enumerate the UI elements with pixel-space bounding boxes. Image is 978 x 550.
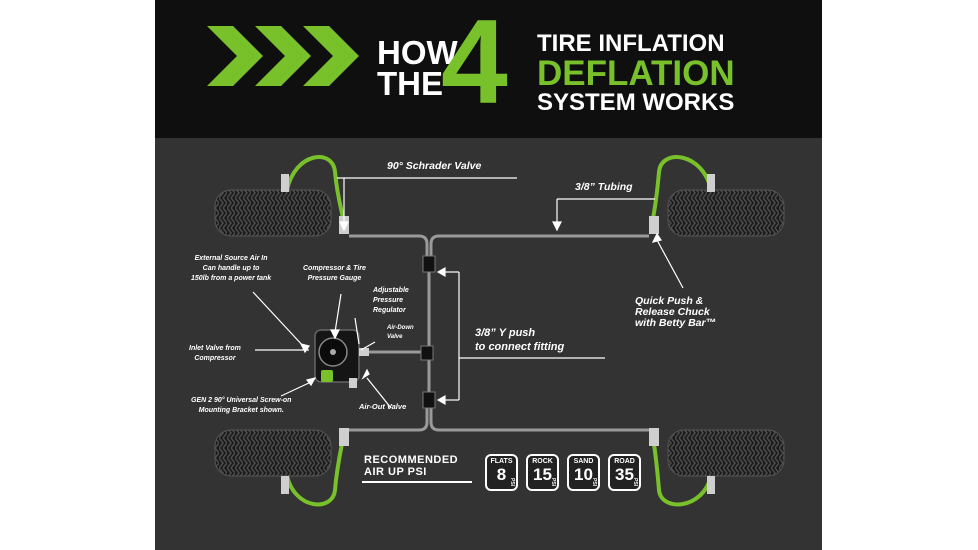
title-how: HOW <box>377 34 458 71</box>
tire-front-left <box>214 189 332 237</box>
brand-logo-icon <box>321 370 333 382</box>
label-regulator-line1: Adjustable <box>373 287 409 294</box>
schrader-valve-icon <box>339 428 349 446</box>
label-gauge: Compressor & Tire Pressure Gauge <box>303 264 366 284</box>
psi-badge-value: 8 <box>496 465 507 484</box>
label-inlet-line1: Inlet Valve from <box>189 345 241 352</box>
label-external-air-line1: External Source Air In <box>194 255 268 262</box>
label-chuck-line1: Quick Push & <box>635 295 704 307</box>
schrader-valve-icon <box>649 428 659 446</box>
title-system-works: SYSTEM WORKS <box>537 89 735 116</box>
tubing-network <box>349 234 649 432</box>
psi-badge-name: FLATS <box>490 458 513 465</box>
psi-badge-road: ROAD 35 PSI <box>608 454 641 491</box>
y-fitting-icon <box>422 391 436 409</box>
psi-badge-flats: FLATS 8 PSI <box>485 454 518 491</box>
infographic-panel: HOW THE 4 TIRE INFLATION DEFLATION SYSTE… <box>155 0 822 550</box>
psi-badge-unit: PSI <box>550 477 556 486</box>
title-the: THE <box>377 65 443 102</box>
tire-rear-left <box>214 429 332 477</box>
label-external-air: External Source Air In Can handle up to … <box>191 254 271 284</box>
valve-icon <box>281 174 289 192</box>
psi-badge-name: ROCK <box>532 458 553 465</box>
label-y-push-line2: to connect fitting <box>475 341 565 353</box>
tire-front-right <box>667 189 785 237</box>
psi-badge-unit: PSI <box>509 477 515 486</box>
label-air-down: Air-Down Valve <box>387 324 414 342</box>
leader-lines <box>252 177 684 409</box>
schrader-valve-icon <box>649 216 659 234</box>
psi-badge-sand: SAND 10 PSI <box>567 454 600 491</box>
recommended-line2: AIR UP PSI <box>364 466 427 478</box>
y-fitting-icon <box>420 345 434 361</box>
recommended-divider <box>362 481 472 483</box>
label-inlet-line2: Compressor <box>194 355 236 362</box>
tire-rear-right <box>667 429 785 477</box>
psi-badge-rock: ROCK 15 PSI <box>526 454 559 491</box>
label-y-push: 3/8” Y push to connect fitting <box>475 326 564 354</box>
psi-badge-value: 15 <box>533 465 552 484</box>
label-air-out: Air-Out Valve <box>359 402 407 411</box>
psi-badge-name: SAND <box>573 458 594 465</box>
label-air-down-line1: Air-Down <box>387 325 414 331</box>
label-external-air-line2: Can handle up to <box>202 265 260 272</box>
green-hose-front-left <box>285 155 345 219</box>
label-chuck-line2: Release Chuck <box>635 306 710 318</box>
header-banner: HOW THE 4 TIRE INFLATION DEFLATION SYSTE… <box>155 0 822 138</box>
label-air-down-line2: Valve <box>387 334 403 340</box>
green-hose-front-right <box>651 155 713 219</box>
psi-badge-unit: PSI <box>632 477 638 486</box>
system-diagram: 90° Schrader Valve 3/8” Tubing External … <box>155 138 822 550</box>
label-inlet-valve: Inlet Valve from Compressor <box>189 344 241 364</box>
label-chuck-line3: with Betty Bar™ <box>635 317 717 329</box>
psi-badge-name: ROAD <box>614 458 635 465</box>
title-how-the: HOW THE <box>377 34 458 102</box>
label-tubing: 3/8” Tubing <box>575 181 633 193</box>
label-regulator-line2: Pressure <box>373 297 403 304</box>
label-external-air-line3: 150lb from a power tank <box>191 275 272 282</box>
y-fitting-icon <box>422 255 436 273</box>
label-gauge-line2: Pressure Gauge <box>307 275 362 282</box>
diagram-graphics <box>214 155 785 507</box>
recommended-psi-heading: RECOMMENDED AIR UP PSI <box>364 454 458 478</box>
label-y-push-line1: 3/8” Y push <box>475 327 536 339</box>
gauge-unit <box>314 329 369 388</box>
label-regulator: Adjustable Pressure Regulator <box>373 286 409 316</box>
valve-icon <box>281 476 289 494</box>
title-deflation: DEFLATION <box>537 54 735 93</box>
label-schrader-valve: 90° Schrader Valve <box>387 160 482 172</box>
psi-badge-unit: PSI <box>591 477 597 486</box>
label-gauge-line1: Compressor & Tire <box>303 265 366 272</box>
recommended-line1: RECOMMENDED <box>364 454 459 466</box>
label-regulator-line3: Regulator <box>373 307 406 314</box>
valve-icon <box>707 476 715 494</box>
title-number: 4 <box>441 0 508 129</box>
green-hose-rear-left <box>285 437 345 507</box>
label-bracket-line2: Mounting Bracket shown. <box>198 407 284 414</box>
psi-badge-value: 35 <box>615 465 634 484</box>
title-tire-inflation: TIRE INFLATION <box>537 30 725 57</box>
psi-badge-value: 10 <box>574 465 593 484</box>
green-hose-rear-right <box>651 437 713 507</box>
label-bracket: GEN 2 90° Universal Screw-on Mounting Br… <box>191 396 291 416</box>
label-bracket-line1: GEN 2 90° Universal Screw-on <box>191 397 292 404</box>
label-chuck: Quick Push & Release Chuck with Betty Ba… <box>635 296 716 329</box>
valve-icon <box>707 174 715 192</box>
